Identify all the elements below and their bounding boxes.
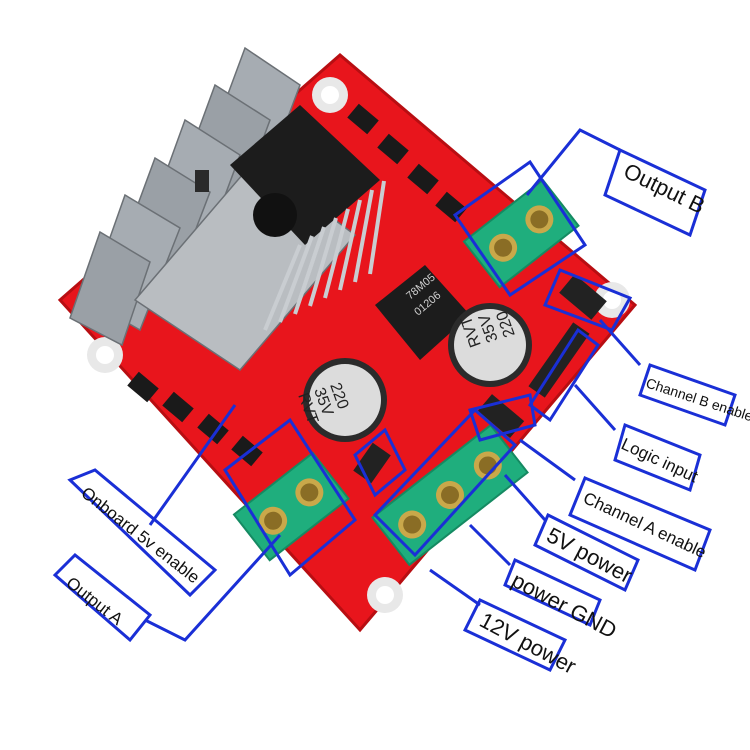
capacitor-1: 220 35V RVT	[294, 358, 387, 442]
callout-outline-logic	[527, 327, 601, 423]
leader-channel-a	[519, 438, 576, 482]
box-gnd	[503, 557, 602, 628]
diode-array-bottom	[127, 371, 263, 467]
box-output-a	[52, 552, 153, 643]
box-logic	[613, 422, 702, 493]
box-5v-enable	[67, 468, 218, 598]
callout-outline-channel-b	[543, 268, 633, 332]
box-channel-a	[568, 476, 712, 573]
driver-ic	[230, 105, 386, 331]
terminal-power	[371, 423, 529, 567]
leader-5v	[503, 474, 547, 521]
leader-5v-enable	[148, 404, 237, 526]
mounting-hole	[594, 282, 630, 318]
diode-array-top	[347, 103, 467, 223]
mounting-hole	[87, 337, 123, 373]
motor-driver-board: 78M05 01206 220 35V RVT 220 35V RVT	[57, 46, 638, 633]
box-12v	[462, 598, 568, 672]
callout-outline-5v-enable	[353, 427, 407, 498]
terminal-output-b	[462, 178, 580, 289]
header-channel-b	[559, 274, 607, 320]
leader-gnd	[468, 523, 512, 567]
leader-output-b	[525, 128, 621, 196]
leader-output-a	[144, 533, 282, 642]
box-channel-b	[638, 363, 737, 427]
callout-outline-channel-a	[468, 393, 537, 442]
leader-logic	[573, 384, 617, 431]
callouts	[52, 128, 737, 672]
mounting-hole	[367, 577, 403, 613]
voltage-regulator: 78M05 01206	[375, 265, 470, 360]
callout-outline-output-a	[223, 417, 357, 578]
callout-outline-power	[372, 407, 518, 558]
callout-outline-output-b	[452, 159, 588, 298]
box-5v	[533, 512, 640, 593]
mounting-hole	[312, 77, 348, 113]
box-output-b	[603, 147, 707, 238]
label-output-a: Output A	[63, 573, 127, 629]
capacitor-2: 220 35V RVT	[448, 303, 532, 387]
leader-12v	[429, 568, 481, 607]
